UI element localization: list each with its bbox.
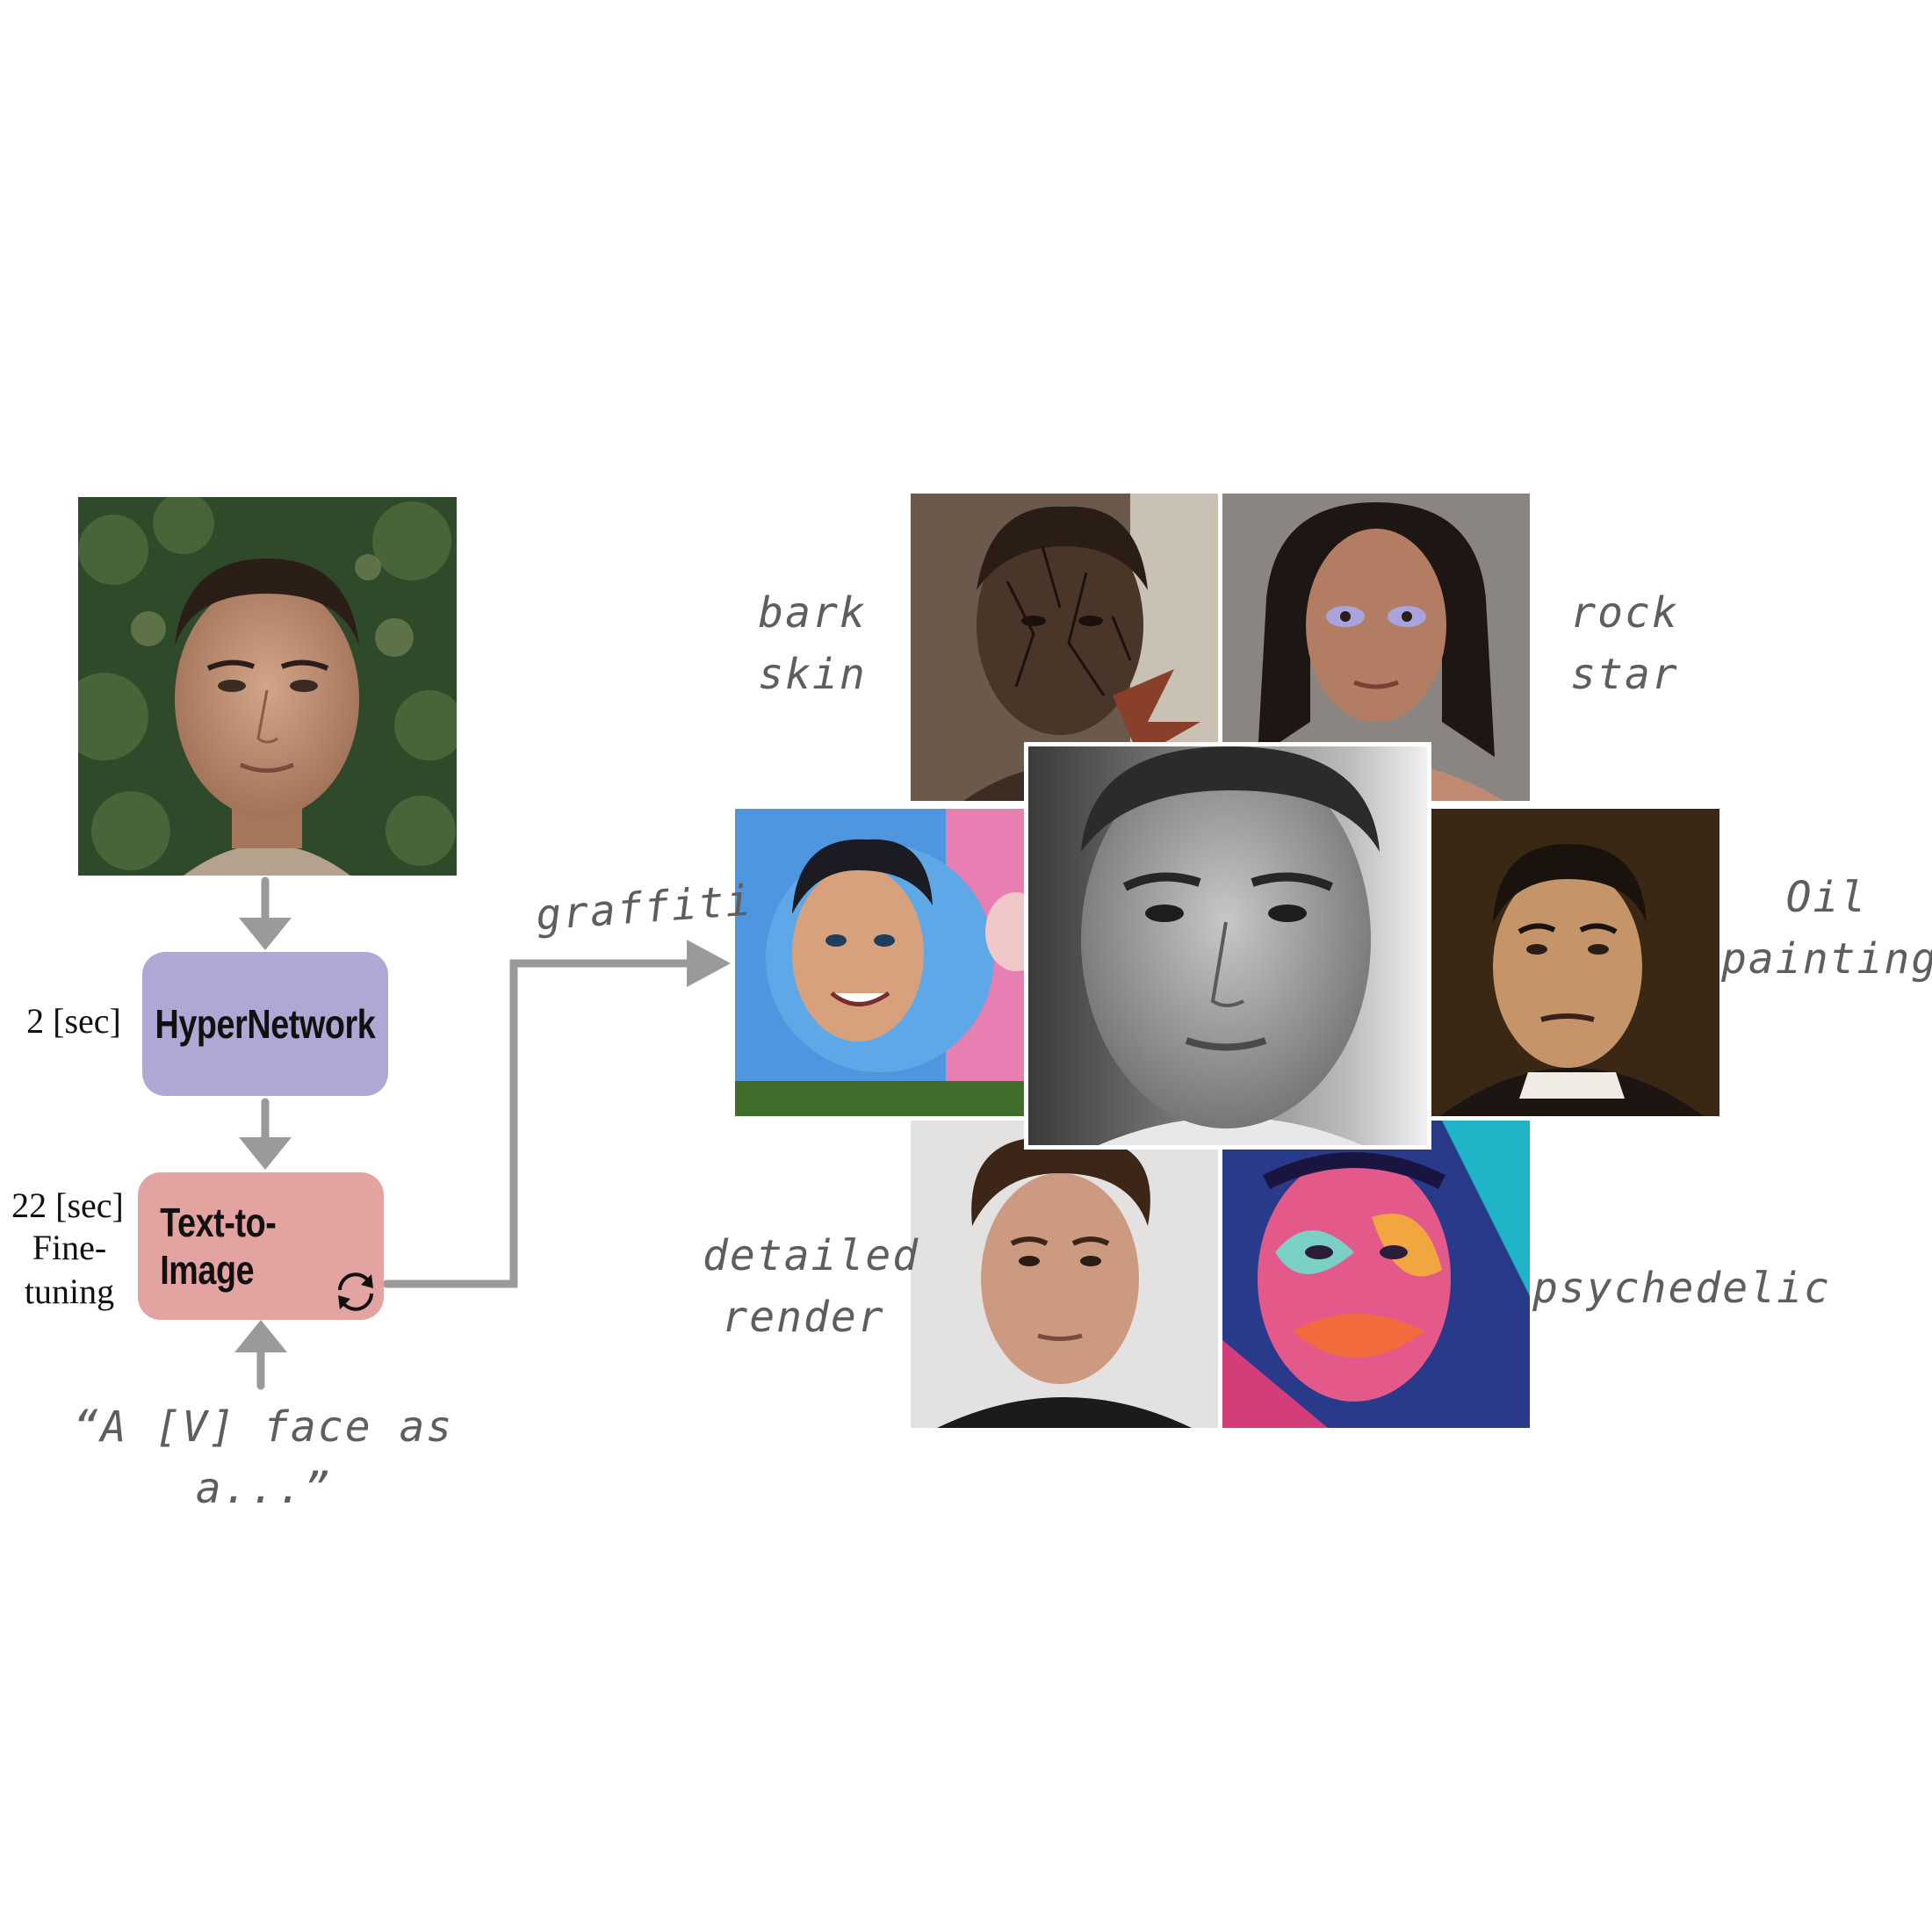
center-bw-image (1024, 742, 1431, 1150)
oil-painting-image (1423, 809, 1719, 1116)
rock-star-label-line1: rock (1570, 588, 1679, 638)
text-to-image-label: Text-to-Image (160, 1200, 277, 1293)
hypernetwork-block: HyperNetwork (142, 952, 388, 1096)
finetune-time: 22 [sec] (11, 1186, 124, 1225)
oil-painting-label-line1: Oil (1785, 873, 1868, 922)
hypernetwork-label: HyperNetwork (155, 1001, 376, 1047)
hypernetwork-time: 2 [sec] (26, 1001, 121, 1041)
psychedelic-image (1222, 1121, 1530, 1428)
graffiti-image (735, 809, 1042, 1116)
text-to-image-block: Text-to-Image (138, 1172, 384, 1320)
input-face-photo (78, 497, 457, 876)
finetune-label-line2: tuning (24, 1272, 115, 1311)
rock-star-image (1222, 494, 1530, 801)
finetune-label-line1: Fine- (32, 1228, 107, 1267)
bark-skin-label-line1: bark (758, 588, 867, 638)
detailed-render-label-line1: detailed (703, 1231, 920, 1280)
bark-skin-label-line2: skin (758, 650, 867, 699)
refresh-icon (338, 1272, 373, 1311)
detailed-render-label-line2: render (722, 1293, 885, 1342)
oil-painting-label-line2: painting (1721, 934, 1932, 984)
prompt-text: “A [V] face as a...” (73, 1402, 454, 1513)
rock-star-label-line2: star (1570, 650, 1679, 699)
detailed-render-image (911, 1121, 1218, 1428)
psychedelic-label: psychedelic (1532, 1264, 1831, 1313)
